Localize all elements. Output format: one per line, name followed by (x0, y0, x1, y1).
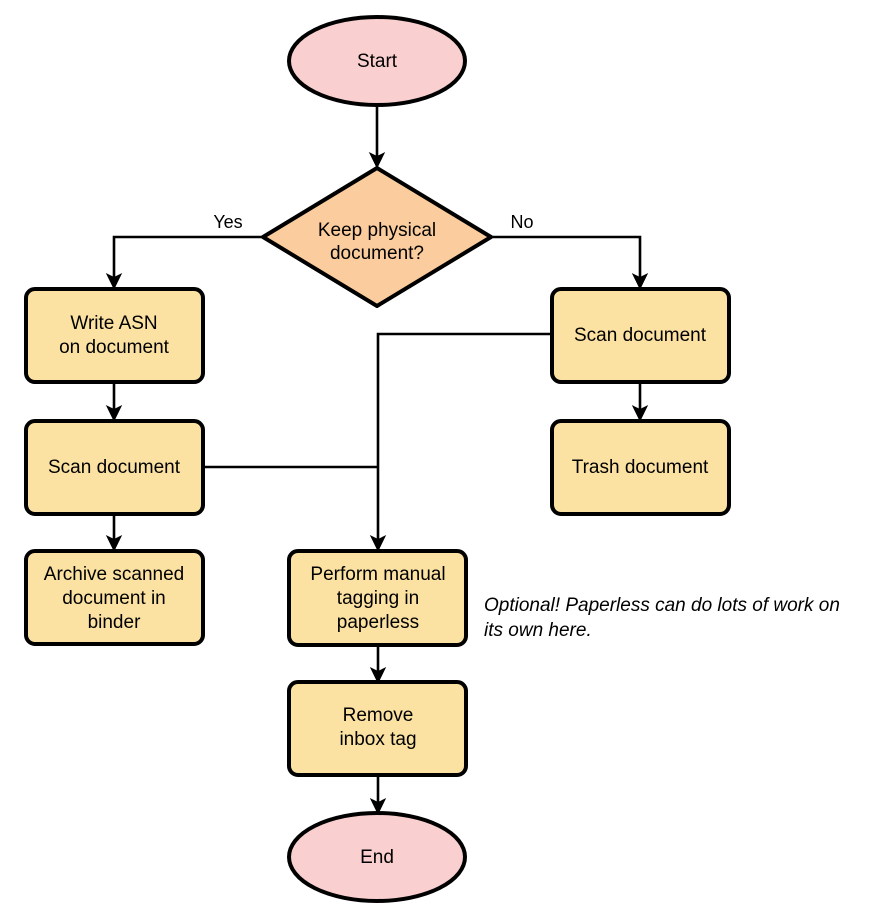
archive-label-line1: Archive scanned (44, 564, 184, 585)
tagging-label-line2: tagging in (337, 588, 419, 609)
decision-label-line2: document? (330, 243, 424, 264)
node-decision-keep-physical-document[interactable]: Keep physical document? (261, 166, 493, 308)
scan-document-left-label: Scan document (48, 457, 181, 478)
write-asn-label-line2: on document (59, 337, 170, 358)
node-start[interactable]: Start (287, 15, 467, 107)
scan-document-left-box (24, 419, 205, 516)
node-archive-scanned-document[interactable]: Archive scanned document in binder (24, 549, 205, 646)
tagging-label-line1: Perform manual (310, 564, 445, 585)
start-ellipse (287, 15, 467, 107)
edge-label-no: No (510, 212, 533, 232)
optional-note-line2: its own here. (484, 620, 592, 641)
archive-label-line3: binder (88, 612, 141, 633)
remove-inbox-label-line1: Remove (343, 705, 414, 726)
trash-document-box (550, 419, 731, 516)
remove-inbox-label-line2: inbox tag (339, 729, 416, 750)
decision-diamond (261, 166, 493, 308)
tagging-box (287, 549, 468, 647)
edge-decision-yes-to-write-asn (105, 235, 263, 290)
node-perform-manual-tagging[interactable]: Perform manual tagging in paperless (287, 549, 468, 647)
write-asn-label-line1: Write ASN (70, 313, 157, 334)
scan-document-right-label: Scan document (574, 325, 707, 346)
node-scan-document-left[interactable]: Scan document (24, 419, 205, 516)
optional-note-line1: Optional! Paperless can do lots of work … (484, 595, 840, 616)
node-scan-document-right[interactable]: Scan document (550, 287, 731, 384)
archive-label-line2: document in (62, 588, 166, 609)
start-label: Start (357, 51, 398, 72)
annotation-optional-note: Optional! Paperless can do lots of work … (484, 595, 840, 641)
decision-label-line1: Keep physical (318, 220, 436, 241)
node-remove-inbox-tag[interactable]: Remove inbox tag (287, 680, 468, 777)
end-ellipse (287, 811, 467, 903)
node-trash-document[interactable]: Trash document (550, 419, 731, 516)
node-end[interactable]: End (287, 811, 467, 903)
write-asn-box (24, 287, 205, 384)
edge-scan-right-to-tagging (369, 332, 552, 552)
node-write-asn[interactable]: Write ASN on document (24, 287, 205, 384)
tagging-label-line3: paperless (337, 612, 419, 633)
remove-inbox-tag-box (287, 680, 468, 777)
edge-decision-no-to-scan-right (491, 235, 649, 290)
trash-document-label: Trash document (572, 457, 709, 478)
archive-box (24, 549, 205, 646)
end-label: End (360, 847, 394, 868)
scan-document-right-box (550, 287, 731, 384)
edge-label-yes: Yes (213, 212, 242, 232)
